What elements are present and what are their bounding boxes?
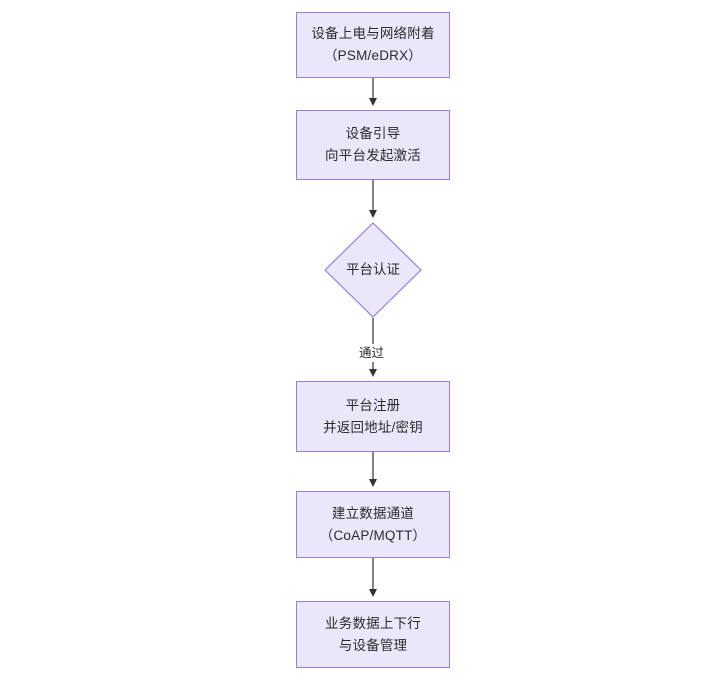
diamond-shape bbox=[324, 222, 422, 318]
node-label: 业务数据上下行 与设备管理 bbox=[325, 615, 421, 653]
node-label: 建立数据通道 （CoAP/MQTT） bbox=[319, 505, 427, 543]
edge-label-pass: 通过 bbox=[356, 344, 388, 362]
node-platform-auth-decision[interactable]: 平台认证 bbox=[324, 222, 422, 318]
node-label: 平台认证 bbox=[346, 262, 400, 277]
node-data-channel[interactable]: 建立数据通道 （CoAP/MQTT） bbox=[296, 491, 450, 558]
node-device-power-on[interactable]: 设备上电与网络附着 （PSM/eDRX） bbox=[296, 12, 450, 78]
node-business-data[interactable]: 业务数据上下行 与设备管理 bbox=[296, 601, 450, 668]
node-platform-register[interactable]: 平台注册 并返回地址/密钥 bbox=[296, 381, 450, 452]
node-device-bootstrap[interactable]: 设备引导 向平台发起激活 bbox=[296, 110, 450, 180]
node-label: 设备上电与网络附着 （PSM/eDRX） bbox=[311, 26, 435, 63]
node-label: 设备引导 向平台发起激活 bbox=[325, 126, 421, 163]
node-label: 平台注册 并返回地址/密钥 bbox=[323, 397, 423, 435]
